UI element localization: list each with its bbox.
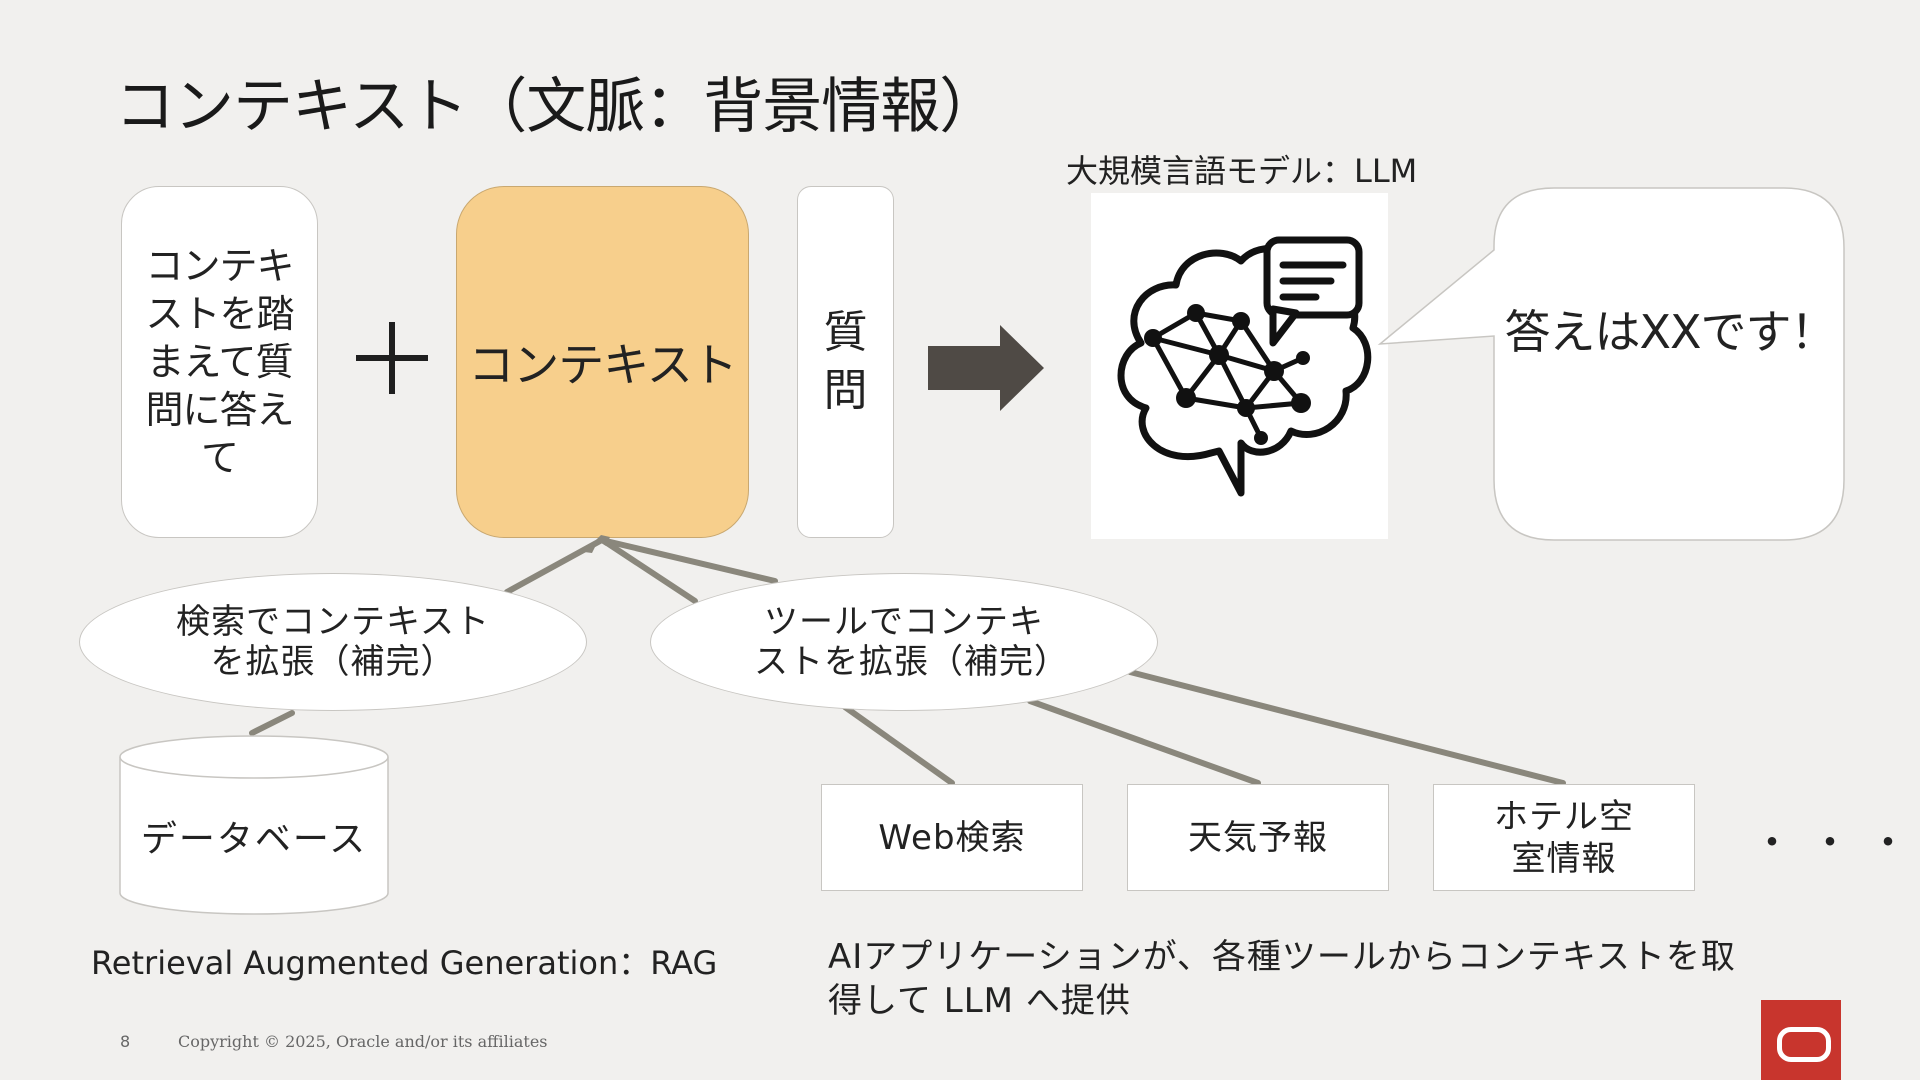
- tool-augment-text: ツールでコンテキストを拡張（補完）: [754, 602, 1069, 682]
- oracle-logo-icon: [1761, 1000, 1841, 1080]
- question-text: 質問: [823, 307, 868, 416]
- tool-label: Web検索: [878, 817, 1026, 858]
- instruction-text: コンテキストを踏まえて質問に答えて: [145, 244, 294, 480]
- tool-label: 天気予報: [1188, 817, 1328, 858]
- answer-speech-bubble: [1377, 187, 1845, 541]
- answer-text: 答えはXXです！: [1504, 305, 1836, 359]
- database-cylinder: [119, 735, 389, 915]
- rag-caption: Retrieval Augmented Generation：RAG: [91, 944, 718, 982]
- copyright-text: Copyright © 2025, Oracle and/or its affi…: [178, 1032, 548, 1051]
- slide-title: コンテキスト（文脈：背景情報）: [115, 72, 999, 142]
- plus-icon: [356, 322, 428, 394]
- question-card: 質問: [797, 186, 894, 538]
- instruction-card: コンテキストを踏まえて質問に答えて: [121, 186, 318, 538]
- page-number: 8: [120, 1032, 131, 1051]
- tool-weather-forecast: 天気予報: [1127, 784, 1389, 891]
- llm-image-panel: [1091, 193, 1388, 539]
- search-augment-text: 検索でコンテキストを拡張（補完）: [176, 602, 490, 682]
- context-label: コンテキスト: [468, 338, 738, 392]
- more-tools-ellipsis: ・・・: [1752, 820, 1920, 866]
- tool-label: ホテル空室情報: [1494, 796, 1634, 879]
- ai-tools-caption: AIアプリケーションが、各種ツールからコンテキストを取得して LLM へ提供: [828, 937, 1736, 1021]
- tool-augment-ellipse: ツールでコンテキストを拡張（補完）: [650, 573, 1158, 711]
- oracle-logo-ring: [1777, 1027, 1831, 1062]
- tool-hotel-vacancy: ホテル空室情報: [1433, 784, 1695, 891]
- brain-network-chat-icon: [1117, 236, 1372, 497]
- context-box: コンテキスト: [456, 186, 749, 538]
- search-augment-ellipse: 検索でコンテキストを拡張（補完）: [79, 573, 587, 711]
- database-label: データベース: [140, 819, 368, 860]
- llm-label: 大規模言語モデル：LLM: [1066, 152, 1418, 190]
- right-arrow-icon: [928, 325, 1044, 411]
- tool-web-search: Web検索: [821, 784, 1083, 891]
